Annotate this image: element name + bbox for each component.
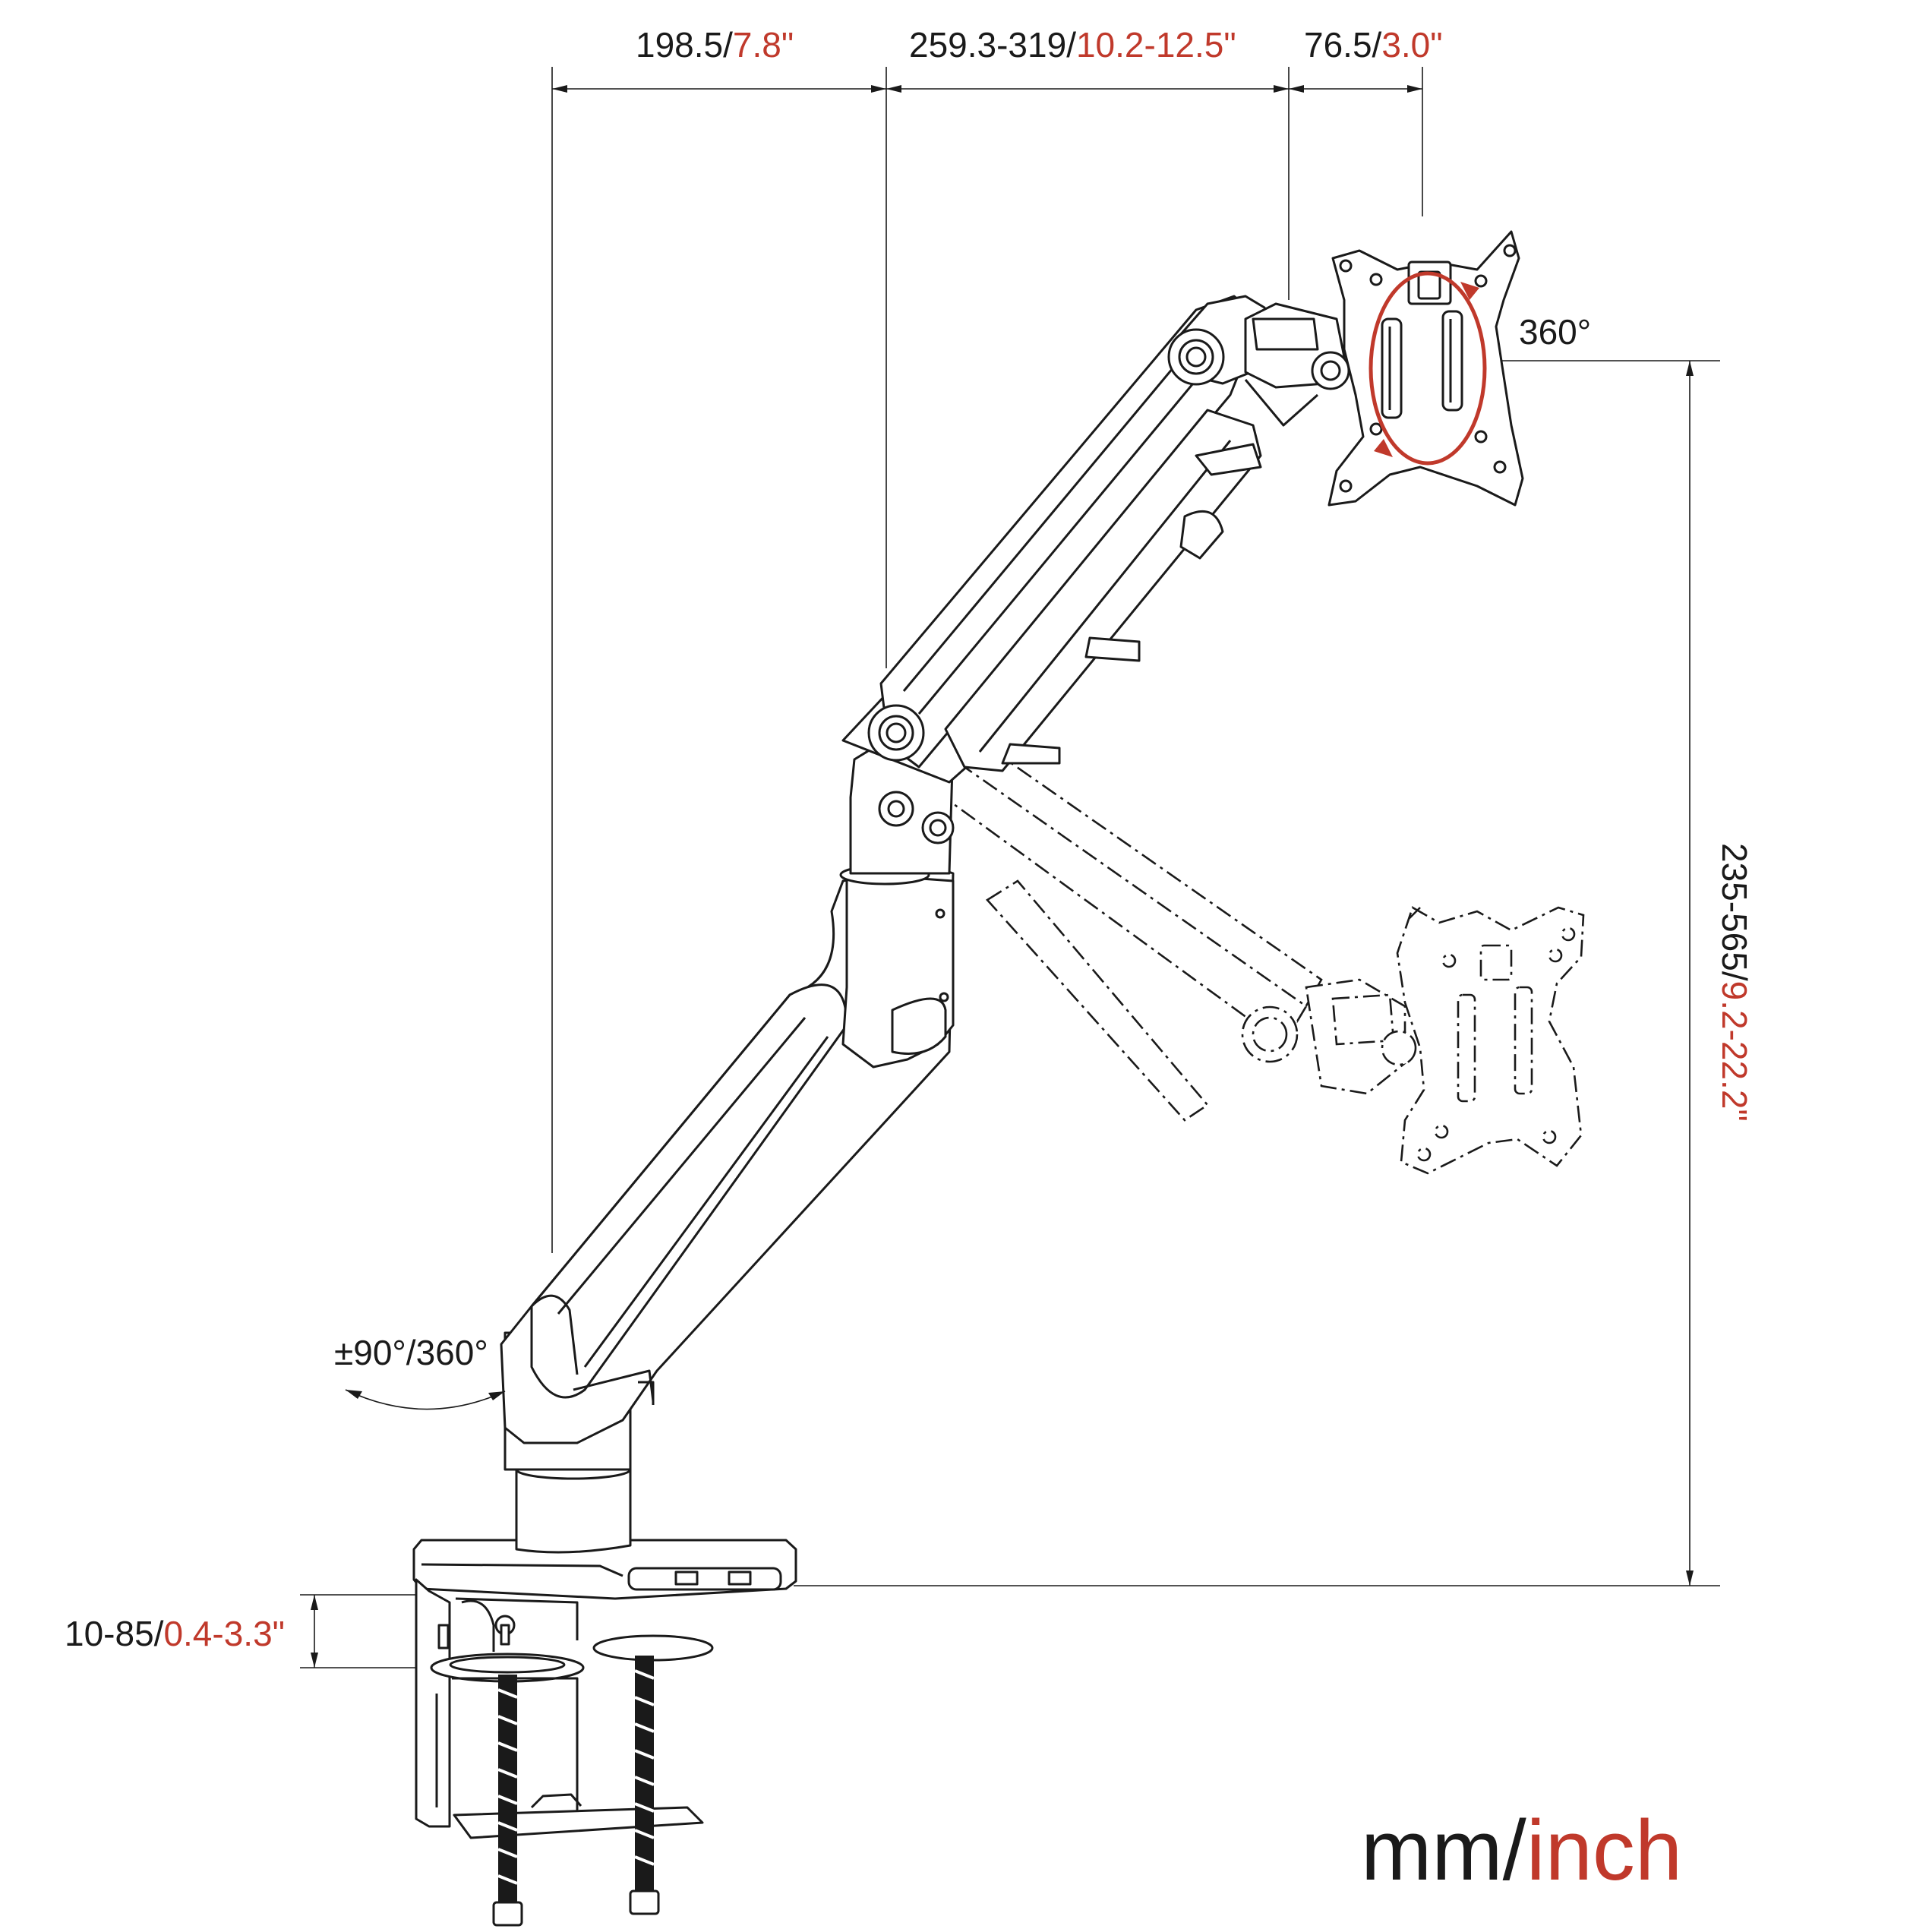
desk-clamp	[412, 1539, 797, 1927]
swivel-label: ±90°/360°	[334, 1333, 488, 1372]
dim-clamp-label: 10-85/0.4-3.3"	[65, 1614, 285, 1653]
dim-height-label: 235-565/9.2-22.2"	[1715, 843, 1754, 1122]
swivel-arrow	[345, 1389, 506, 1410]
lower-arm	[500, 667, 985, 1444]
dim-top-left-label: 198.5/7.8"	[636, 25, 794, 65]
dim-top-right-label: 76.5/3.0"	[1304, 25, 1443, 65]
labels: 198.5/7.8" 259.3-319/10.2-12.5" 76.5/3.0…	[65, 25, 1754, 1898]
upper-arm	[867, 295, 1350, 844]
rotation-label: 360°	[1519, 312, 1591, 352]
dim-top-middle-label: 259.3-319/10.2-12.5"	[909, 25, 1236, 65]
vesa-plate-lower	[1408, 907, 1421, 920]
lower-position-arm	[913, 724, 1585, 1175]
units-label: mm/inch	[1361, 1803, 1682, 1898]
vesa-plate-upper	[1327, 230, 1524, 507]
